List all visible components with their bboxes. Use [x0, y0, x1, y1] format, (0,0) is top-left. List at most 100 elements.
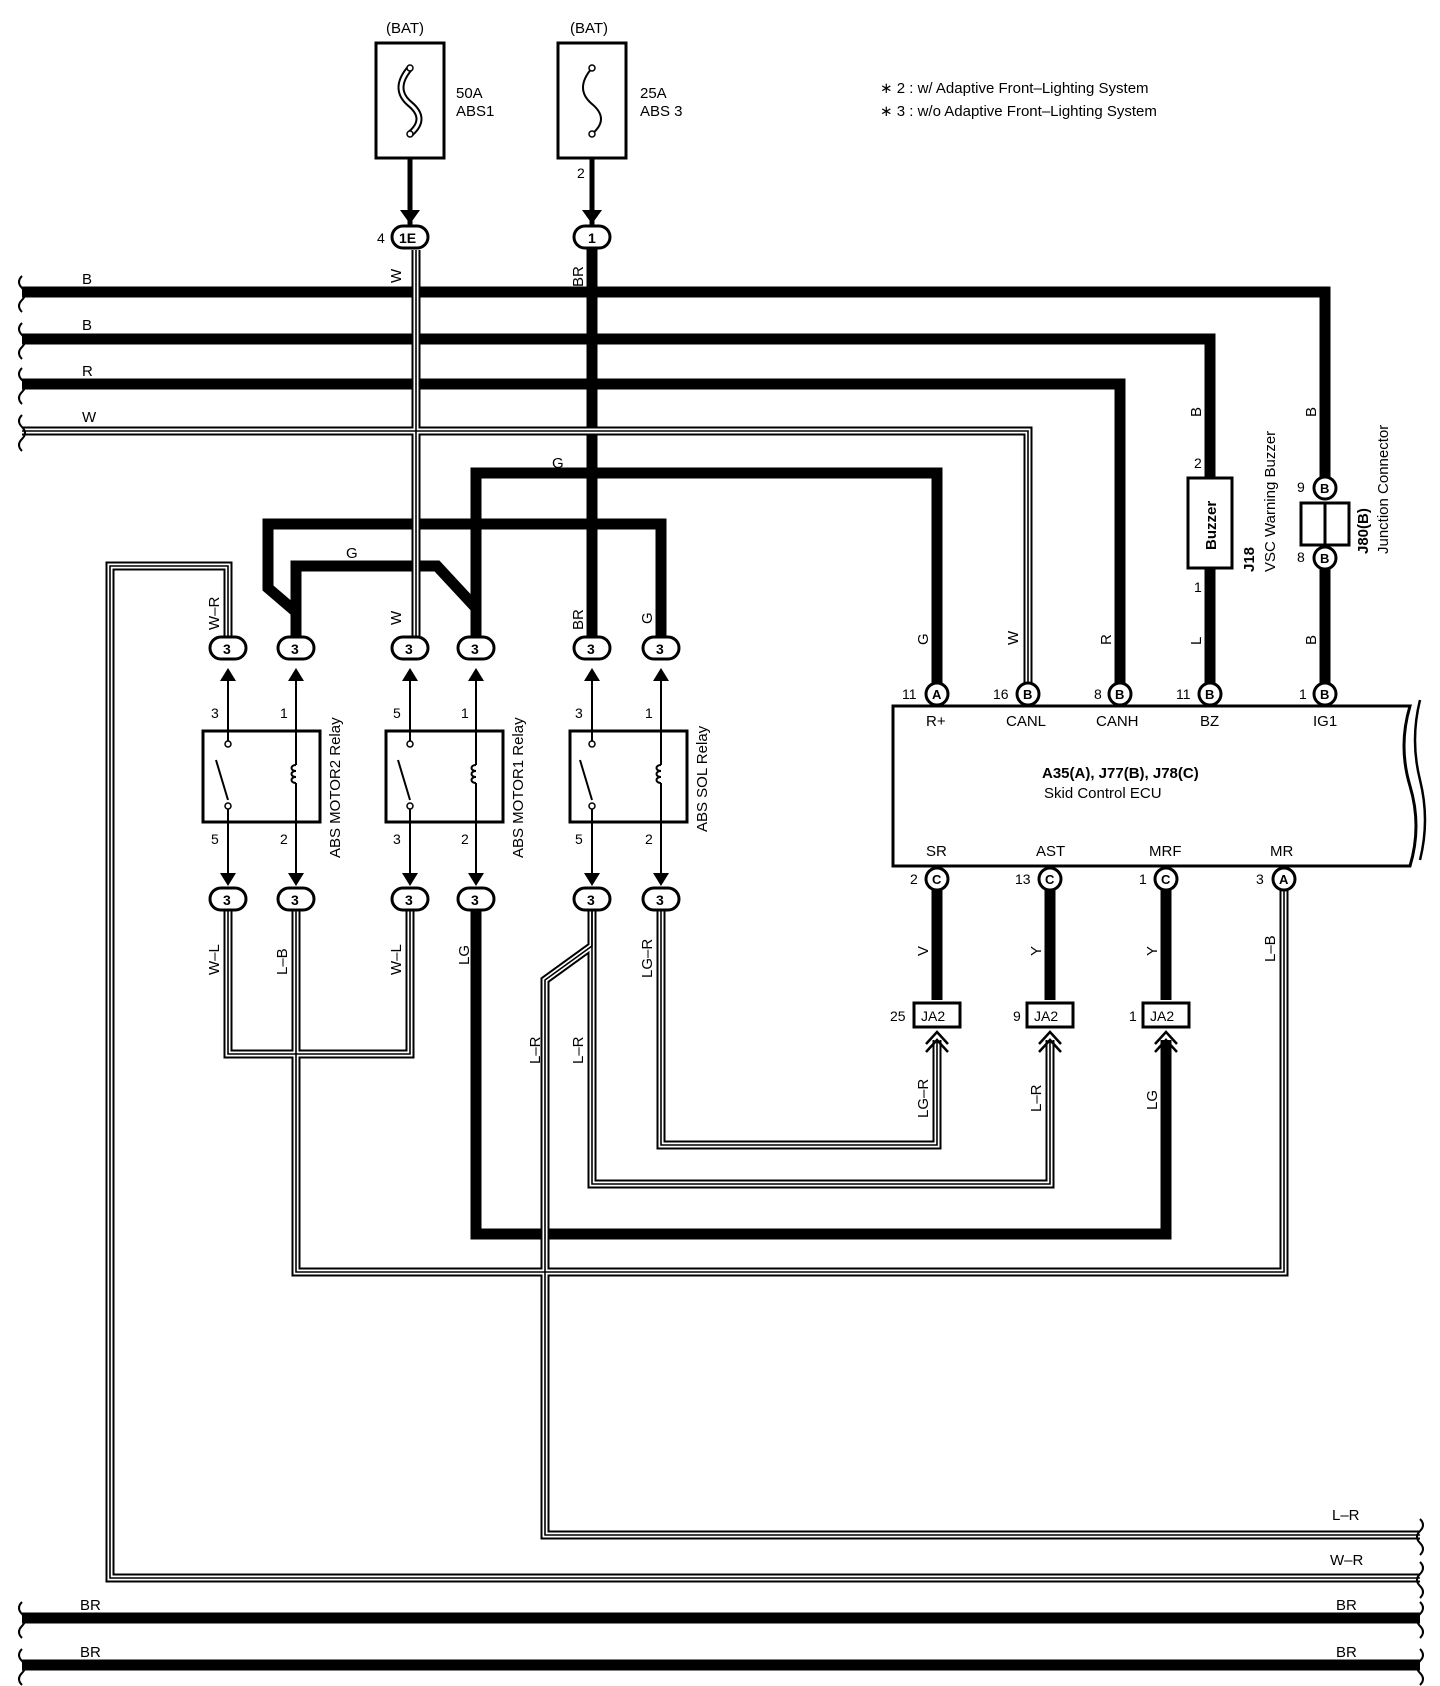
- wire-label-y2: Y: [1144, 946, 1161, 956]
- diagram-label: 3: [656, 892, 664, 908]
- ecu-pin-canh: B 8 CANH: [1094, 681, 1139, 730]
- relay-motor2-name: ABS MOTOR2 Relay: [327, 717, 344, 858]
- bus-labels: B B R W BR BR BR BR L–R W–R: [80, 271, 1364, 1661]
- relay-conn-bot-6: 3: [641, 886, 681, 912]
- diagram-label: 3: [656, 641, 664, 657]
- diagram-label: 1: [1139, 871, 1147, 887]
- fuse-abs1-name: ABS1: [456, 103, 494, 120]
- wire-label-g-sol: G: [639, 612, 656, 624]
- diagram-label: 1: [1129, 1008, 1137, 1024]
- diagram-label: A: [932, 687, 942, 702]
- diagram-label: 1: [1299, 686, 1307, 702]
- relay-motor1: 5 1 3 2 ABS MOTOR1 Relay: [384, 705, 527, 858]
- relay-conn-bot-5: 3: [572, 886, 612, 912]
- relay-sol-name: ABS SOL Relay: [694, 725, 711, 832]
- diagram-label: JA2: [921, 1008, 945, 1024]
- diagram-label: 2: [461, 831, 469, 847]
- connector-1e: 1E: [399, 230, 416, 246]
- diagram-label: 8: [1094, 686, 1102, 702]
- diagram-label: 9: [1013, 1008, 1021, 1024]
- wire-label-br-top: BR: [570, 266, 587, 287]
- diagram-label: CANL: [1006, 713, 1046, 730]
- wire-label-w-ecu: W: [1005, 630, 1022, 645]
- diagram-label: 3: [471, 641, 479, 657]
- ecu-pin-ast: C 13 AST: [1015, 843, 1065, 892]
- diagram-label: 3: [393, 831, 401, 847]
- diagram-label: B: [1023, 687, 1032, 702]
- fuse-abs1-source: (BAT): [386, 20, 424, 37]
- diagram-label: AST: [1036, 843, 1065, 860]
- ecu-title: A35(A), J77(B), J78(C): [1042, 765, 1199, 782]
- double-wires: [22, 250, 1420, 1583]
- relay-conn-top-2: 3: [276, 635, 316, 661]
- diagram-label: B: [1320, 687, 1329, 702]
- bus-w-label: W: [82, 409, 97, 426]
- diagram-label: 2: [1194, 455, 1202, 471]
- diagram-label: 2: [910, 871, 918, 887]
- diagram-label: 5: [211, 831, 219, 847]
- diagram-label: 1: [461, 705, 469, 721]
- break-marks: [18, 275, 1427, 1686]
- ecu-pin-mrf: C 1 MRF: [1139, 843, 1182, 892]
- diagram-label: 3: [291, 892, 299, 908]
- ecu-pin-rplus: A 11 R+: [902, 681, 950, 730]
- relay-motor1-name: ABS MOTOR1 Relay: [510, 717, 527, 858]
- diagram-label: 1: [1194, 579, 1202, 595]
- diagram-label: CANH: [1096, 713, 1139, 730]
- fuse-abs3-name: ABS 3: [640, 103, 683, 120]
- diagram-label: B: [1320, 481, 1329, 496]
- diagram-label: C: [1045, 872, 1055, 887]
- relay-arrows: [220, 668, 669, 886]
- relay-conn-bot-1: 3: [208, 886, 248, 912]
- ja2-1: JA2 1: [1129, 1001, 1191, 1053]
- diagram-label: B: [1320, 551, 1329, 566]
- right-wire-wr-label: W–R: [1330, 1552, 1364, 1569]
- diagram-label: 3: [211, 705, 219, 721]
- bus-b2-label: B: [82, 317, 92, 334]
- diagram-label: 1: [645, 705, 653, 721]
- vertical-labels: W BR W–R W BR G W–L L–B W–L LG LG–R L–R …: [206, 266, 1320, 1118]
- wire-label-w-mid: W: [388, 610, 405, 625]
- bus-br1-right-label: BR: [1336, 1597, 1357, 1614]
- wire-label-lb1: L–B: [274, 948, 291, 975]
- diagram-label: C: [1161, 872, 1171, 887]
- wire-label-g-loop: G: [346, 545, 358, 562]
- buzzer: Buzzer 2 1 J18 VSC Warning Buzzer: [1186, 431, 1279, 595]
- buzzer-id: J18: [1241, 547, 1258, 572]
- ecu-pin-sr: C 2 SR: [910, 843, 950, 892]
- relay-sol: 3 1 5 2 ABS SOL Relay: [568, 705, 711, 847]
- diagram-label: MR: [1270, 843, 1293, 860]
- fuse-abs3-pin-top: 2: [577, 165, 585, 181]
- wire-label-lr1: L–R: [527, 1036, 544, 1064]
- ja2-9: JA2 9: [1013, 1001, 1075, 1053]
- skid-control-ecu: A35(A), J77(B), J78(C) Skid Control ECU …: [891, 681, 1418, 892]
- diagram-label: 5: [393, 705, 401, 721]
- fuse-abs3: (BAT) 25A ABS 3 2: [556, 20, 683, 181]
- connector-1e-pin: 4: [377, 230, 385, 246]
- wire-label-lg1: LG: [456, 945, 473, 965]
- buzzer-name: VSC Warning Buzzer: [1262, 431, 1279, 572]
- ecu-pin-canl: B 16 CANL: [993, 681, 1046, 730]
- diagram-label: 3: [405, 641, 413, 657]
- wire-label-wr: W–R: [206, 597, 223, 631]
- diagram-label: A: [1279, 872, 1289, 887]
- diagram-label: 25: [890, 1008, 906, 1024]
- connector-1: 1: [588, 230, 596, 246]
- relay-conn-top-5: 3: [572, 635, 612, 661]
- junction-connector: B B 9 8 J80(B) Junction Connector: [1297, 425, 1392, 571]
- wire-g-loop: [262, 518, 667, 645]
- fuse-abs1: (BAT) 50A ABS1: [374, 20, 494, 160]
- relay-conn-top-1: 3: [208, 635, 248, 661]
- wire-label-r-ecu: R: [1098, 634, 1115, 645]
- diagram-label: 3: [405, 892, 413, 908]
- ja2-25: JA2 25: [890, 1001, 962, 1053]
- wire-label-v: V: [915, 946, 932, 956]
- diagram-label: C: [932, 872, 942, 887]
- diagram-label: 3: [587, 641, 595, 657]
- wire-label-b-junction: B: [1303, 407, 1320, 417]
- wire-g-inner: [290, 560, 482, 645]
- diagram-label: 9: [1297, 479, 1305, 495]
- diagram-label: 11: [902, 686, 917, 702]
- wire-label-lgr1: LG–R: [639, 939, 656, 978]
- diagram-label: 1: [280, 705, 288, 721]
